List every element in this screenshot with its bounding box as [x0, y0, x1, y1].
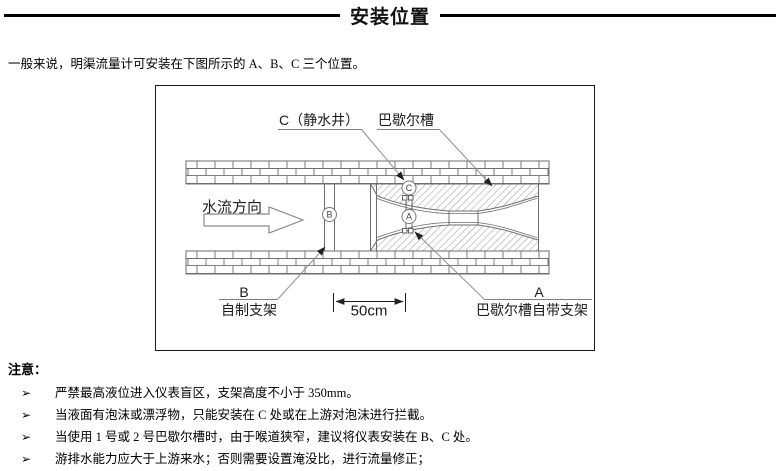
flume-bottom-wall: [369, 224, 539, 252]
arrow-bullet-icon: ➢: [21, 430, 32, 444]
flume-top-wall: [369, 183, 539, 212]
bottom-channel-wall: [185, 250, 550, 275]
notes-section: 注意： ➢ 严禁最高液位进入仪表盲区，支架高度不小于 350mm。 ➢ 当液面有…: [8, 359, 776, 471]
point-b-label: B: [239, 284, 248, 300]
title-rule-left: [4, 13, 340, 17]
parshall-flume-label: 巴歇尔槽: [378, 112, 434, 128]
arrow-bullet-icon: ➢: [21, 408, 32, 422]
note-text: 游排水能力应大于上游来水；否则需要设置淹没比，进行流量修正；: [55, 452, 431, 466]
note-text: 严禁最高液位进入仪表盲区，支架高度不小于 350mm。: [55, 386, 359, 400]
flume-throat: [448, 210, 479, 226]
flume-end-plates: [370, 184, 539, 251]
point-a-label: A: [534, 284, 544, 300]
arrow-bullet-icon: ➢: [21, 386, 32, 400]
dimension-label: 50cm: [351, 303, 388, 320]
a-bracket-leader: [414, 231, 485, 300]
notes-list: ➢ 严禁最高液位进入仪表盲区，支架高度不小于 350mm。 ➢ 当液面有泡沫或漂…: [8, 385, 776, 467]
page-title: 安装位置: [350, 6, 431, 28]
installation-diagram: 水流方向: [185, 112, 592, 320]
b-bracket-label: 自制支架: [221, 302, 277, 318]
note-text: 当液面有泡沫或漂浮物，只能安装在 C 处或在上游对泡沫进行拦截。: [55, 408, 433, 422]
marker-circle-a: [401, 209, 417, 224]
marker-b-label: B: [326, 210, 332, 220]
note-item: ➢ 当液面有泡沫或漂浮物，只能安装在 C 处或在上游对泡沫进行拦截。: [8, 407, 776, 423]
note-item: ➢ 当使用 1 号或 2 号巴歇尔槽时，由于喉道狭窄，建议将仪表安装在 B、C …: [8, 429, 776, 445]
stilling-well-leader: [361, 129, 405, 181]
note-text: 当使用 1 号或 2 号巴歇尔槽时，由于喉道狭窄，建议将仪表安装在 B、C 处。: [55, 430, 478, 444]
marker-a-label: A: [406, 212, 412, 222]
flow-direction-label: 水流方向: [202, 199, 262, 216]
stilling-well-label: C（静水井）: [279, 112, 359, 128]
flume-inner-wall-lines: [376, 198, 538, 238]
title-rule-right: [440, 13, 777, 17]
marker-c-label: C: [406, 183, 413, 193]
diagram-frame: 水流方向: [155, 85, 595, 351]
notes-heading: 注意：: [8, 362, 48, 377]
note-item: ➢ 游排水能力应大于上游来水；否则需要设置淹没比，进行流量修正；: [8, 451, 776, 467]
flow-direction-arrow-icon: [203, 206, 305, 234]
arrow-bullet-icon: ➢: [21, 452, 32, 466]
b-bracket-leader: [277, 246, 326, 300]
note-item: ➢ 严禁最高液位进入仪表盲区，支架高度不小于 350mm。: [8, 385, 776, 401]
dimension-50cm: 50cm: [333, 293, 406, 320]
top-channel-wall: [185, 160, 550, 185]
marker-circle-b: [322, 207, 337, 222]
position-markers: C A B: [322, 180, 417, 224]
intro-text: 一般来说，明渠流量计可安装在下图所示的 A、B、C 三个位置。: [8, 57, 365, 71]
marker-circle-c: [401, 180, 417, 196]
parshall-flume-leader: [439, 129, 493, 187]
section-header: 安装位置: [0, 2, 780, 28]
a-bracket-label: 巴歇尔槽自带支架: [476, 302, 588, 318]
